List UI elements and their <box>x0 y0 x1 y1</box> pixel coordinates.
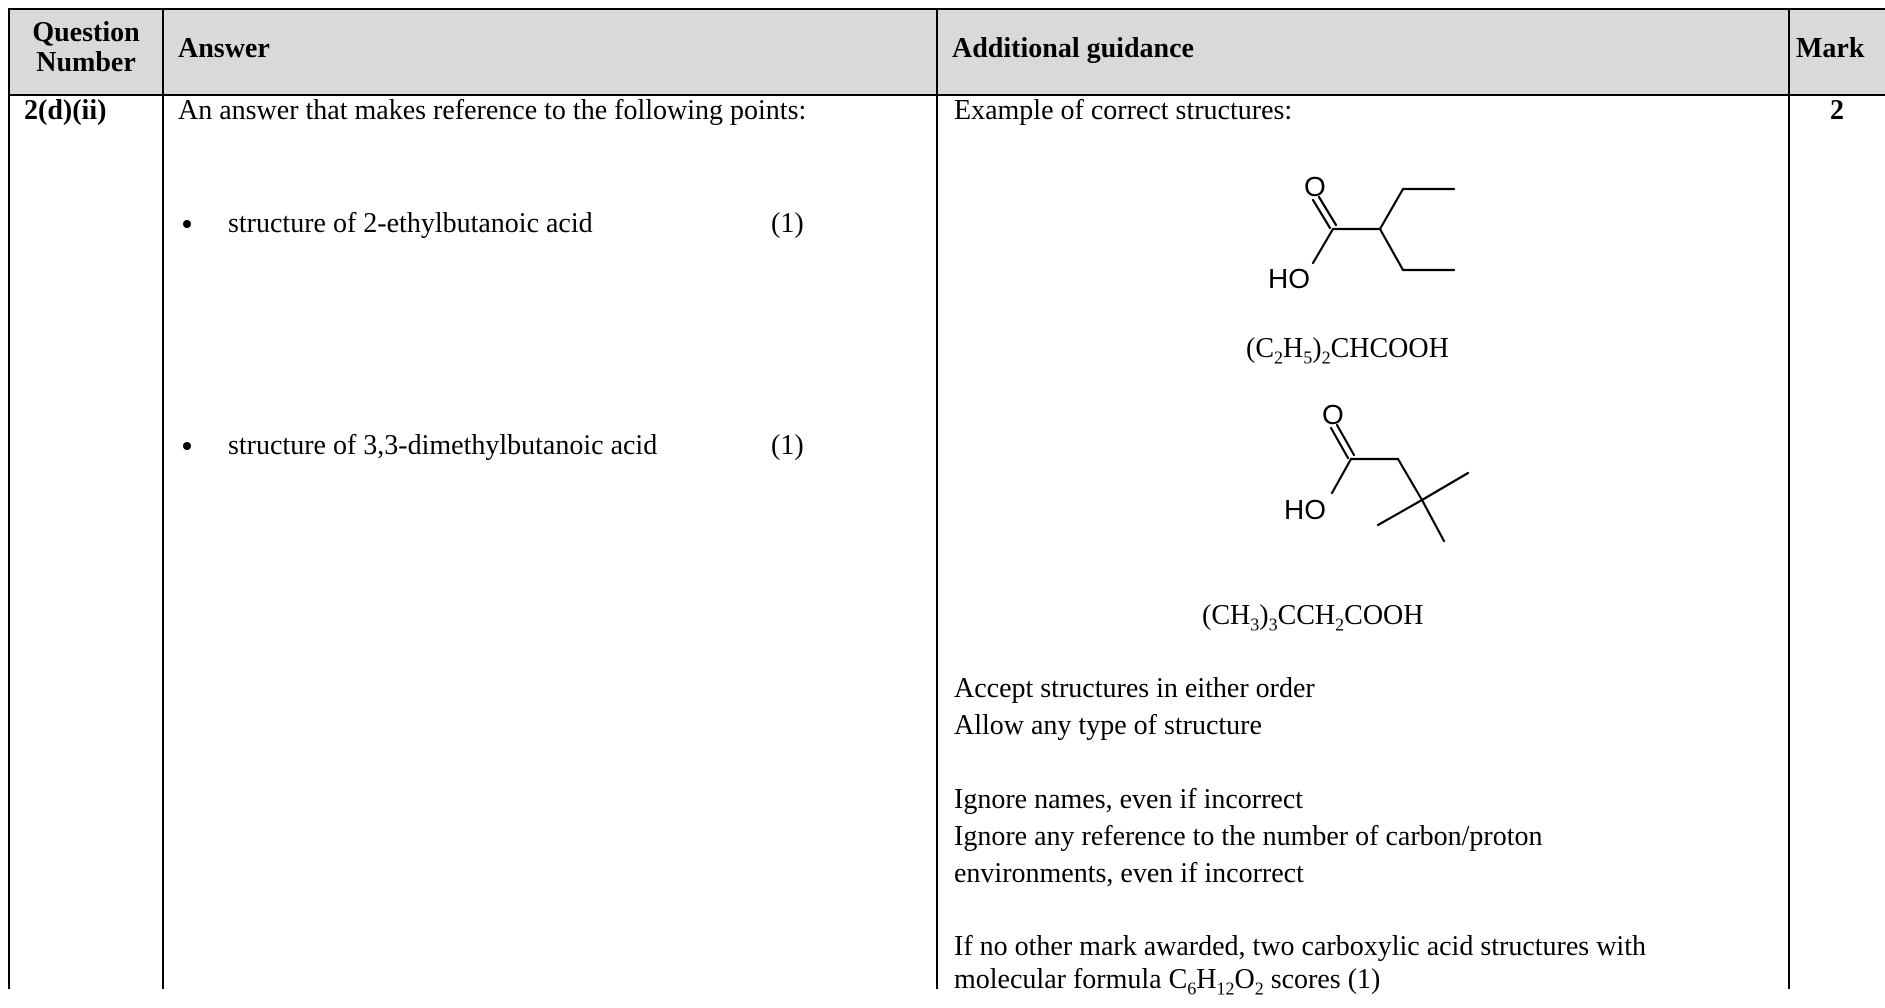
oxygen-label: O <box>1322 399 1344 430</box>
column-divider-1 <box>162 8 164 989</box>
column-divider-3 <box>1788 8 1790 989</box>
header-mark: Mark <box>1796 33 1865 64</box>
formula-structure-2: (CH3)3CCH2COOH <box>1202 600 1424 635</box>
answer-point-2: structure of 3,3-dimethylbutanoic acid <box>228 430 658 461</box>
header-answer: Answer <box>178 33 270 64</box>
header-divider <box>8 94 1885 96</box>
guidance-line-2: Allow any type of structure <box>954 710 1262 741</box>
structure-3-3-dimethylbutanoic-acid: O HO <box>1284 399 1470 543</box>
hydroxyl-label: HO <box>1284 494 1326 525</box>
formula-structure-1: (C2H5)2CHCOOH <box>1246 333 1449 368</box>
answer-point-1: structure of 2-ethylbutanoic acid <box>228 208 593 239</box>
guidance-line-3: Ignore names, even if incorrect <box>954 784 1304 815</box>
bullet-icon <box>183 442 191 450</box>
structure-2-ethylbutanoic-acid: O HO <box>1268 171 1456 293</box>
header-question-number: Question Number <box>14 18 158 78</box>
answer-point-2-mark: (1) <box>771 430 804 461</box>
mark-value: 2 <box>1830 95 1844 126</box>
question-number: 2(d)(ii) <box>24 95 107 126</box>
bullet-icon <box>183 220 191 228</box>
guidance-line-1: Accept structures in either order <box>954 673 1315 704</box>
oxygen-label: O <box>1304 171 1326 202</box>
table-border-top <box>8 8 1885 10</box>
table-header-row <box>8 8 1885 95</box>
header-question-line1: Question <box>32 17 140 48</box>
header-question-line2: Number <box>36 47 136 78</box>
guidance-intro: Example of correct structures: <box>954 95 1293 126</box>
hydroxyl-label: HO <box>1268 263 1310 293</box>
guidance-line-5: environments, even if incorrect <box>954 858 1304 889</box>
mark-scheme-table: Question Number Answer Additional guidan… <box>8 8 1885 999</box>
column-divider-2 <box>936 8 938 989</box>
table-border-left <box>8 8 10 989</box>
answer-intro: An answer that makes reference to the fo… <box>178 95 807 126</box>
guidance-line-4: Ignore any reference to the number of ca… <box>954 821 1543 852</box>
guidance-final-line: molecular formula C6H12O2 scores (1) <box>954 964 1381 999</box>
header-guidance: Additional guidance <box>952 33 1194 64</box>
guidance-line-6: If no other mark awarded, two carboxylic… <box>954 931 1646 962</box>
answer-point-1-mark: (1) <box>771 208 804 239</box>
